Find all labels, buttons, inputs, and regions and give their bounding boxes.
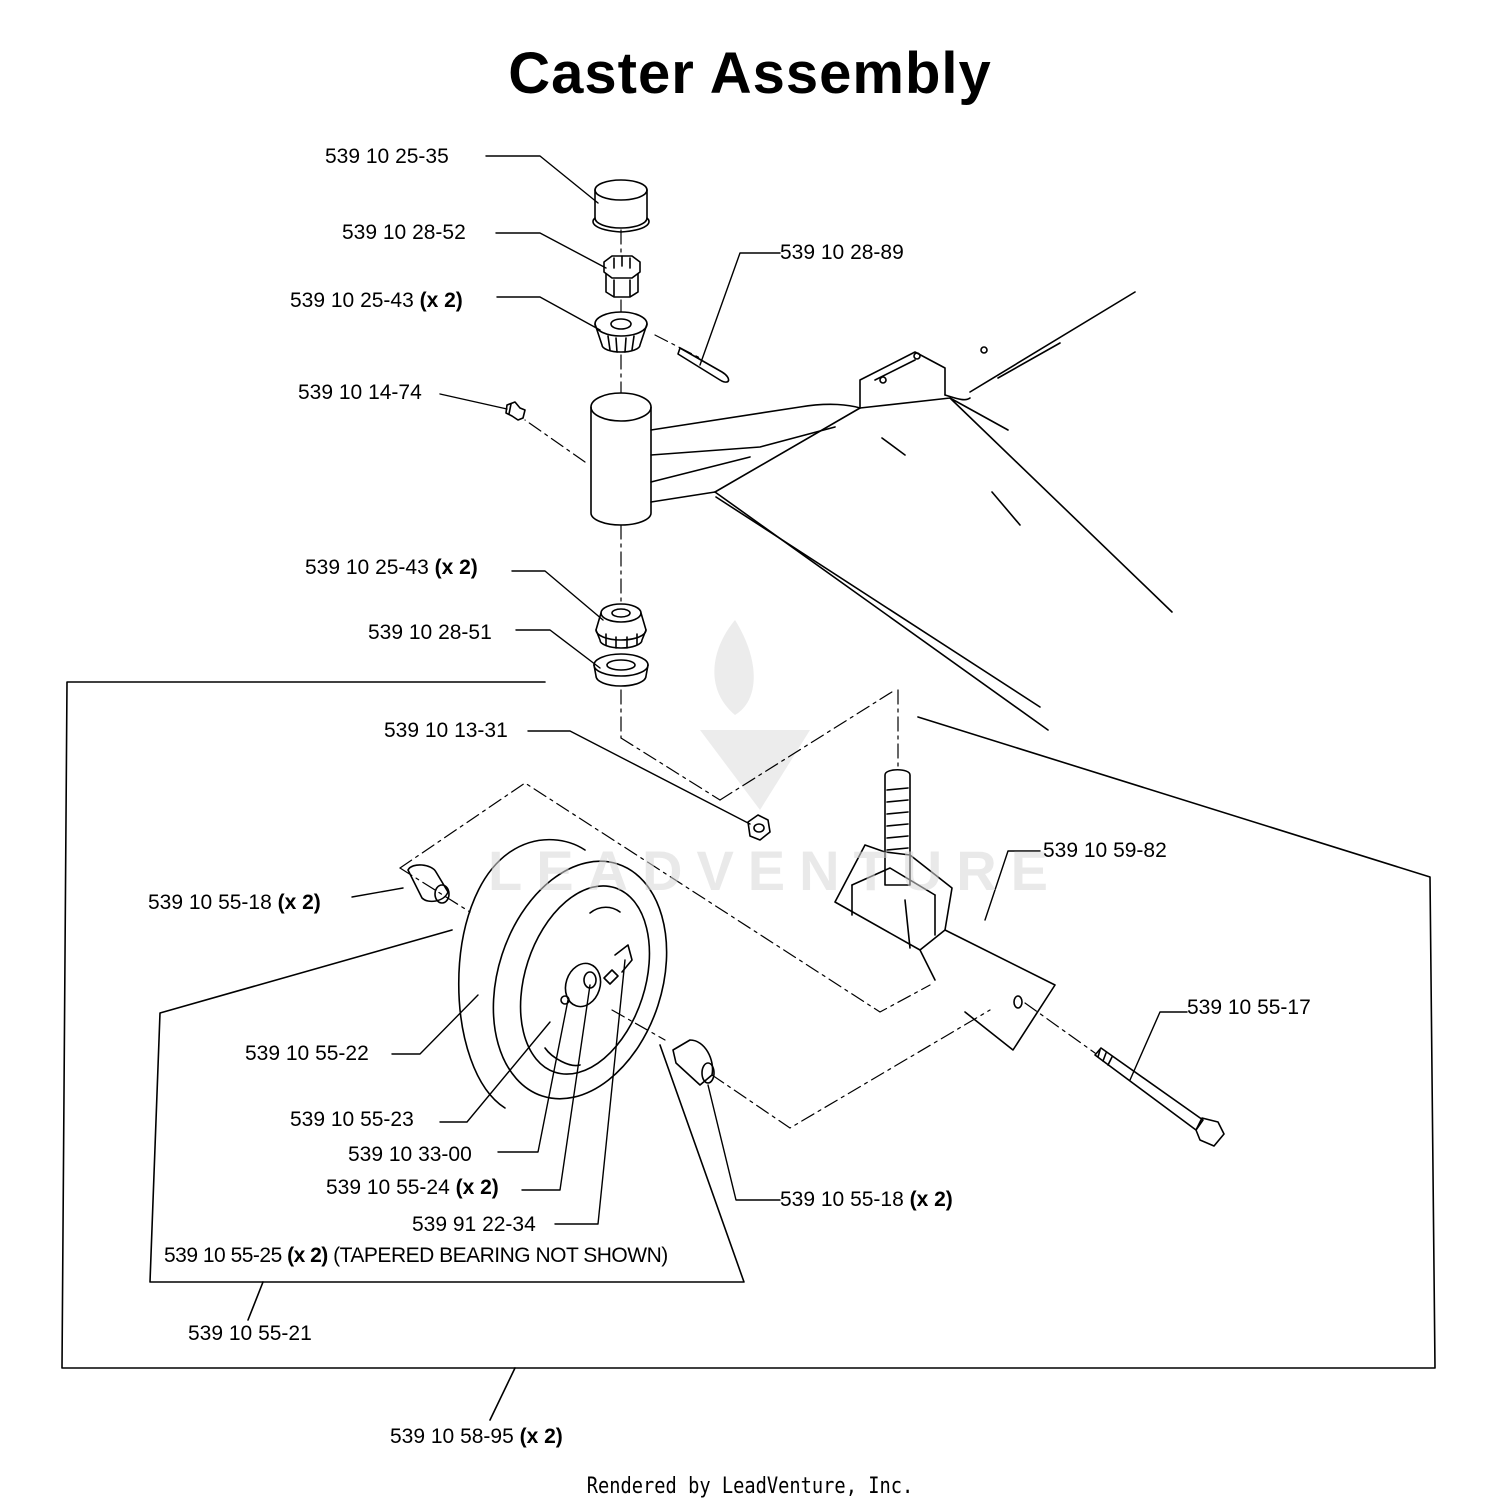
- callout-539-10-58-95[interactable]: 539 10 58-95 (x 2): [390, 1425, 563, 1448]
- callout-539-10-55-23[interactable]: 539 10 55-23: [290, 1108, 414, 1131]
- grease-fitting-part: [505, 401, 526, 421]
- callout-539-10-25-43-upper[interactable]: 539 10 25-43 (x 2): [290, 289, 463, 312]
- caster-frame-part: [590, 291, 1173, 731]
- wheel-tire-part: [458, 838, 668, 1109]
- watermark-text: LEADVENTURE: [488, 839, 1063, 902]
- castle-nut-part: [603, 255, 641, 298]
- callout-539-10-28-52[interactable]: 539 10 28-52: [342, 221, 466, 244]
- wheel-assembly-frame: [149, 929, 745, 1321]
- left-spacer-part: [407, 864, 450, 904]
- callout-539-10-14-74[interactable]: 539 10 14-74: [298, 381, 422, 404]
- hex-nut-part: [747, 814, 771, 841]
- callout-539-10-25-35[interactable]: 539 10 25-35: [325, 145, 449, 168]
- callout-539-10-55-21[interactable]: 539 10 55-21: [188, 1322, 312, 1345]
- callout-539-10-55-18-right[interactable]: 539 10 55-18 (x 2): [780, 1188, 953, 1211]
- lower-bearing-part: [595, 603, 647, 649]
- callout-539-10-28-89[interactable]: 539 10 28-89: [780, 241, 904, 264]
- callout-leaders: [351, 155, 1188, 1225]
- callout-539-10-55-17[interactable]: 539 10 55-17: [1187, 996, 1311, 1019]
- callout-539-10-28-51[interactable]: 539 10 28-51: [368, 621, 492, 644]
- callout-539-10-33-00[interactable]: 539 10 33-00: [348, 1143, 472, 1166]
- page-title: Caster Assembly: [508, 41, 992, 106]
- callout-539-10-55-25[interactable]: 539 10 55-25 (x 2) (TAPERED BEARING NOT …: [164, 1244, 668, 1267]
- callout-539-10-55-22[interactable]: 539 10 55-22: [245, 1042, 369, 1065]
- footer-credit: Rendered by LeadVenture, Inc.: [586, 1474, 914, 1499]
- dust-cap-part: [592, 179, 650, 233]
- caster-fork-part: [834, 768, 1056, 1051]
- watermark-logo-icon: [700, 620, 810, 810]
- callout-539-10-55-24[interactable]: 539 10 55-24 (x 2): [326, 1176, 499, 1199]
- axle-bolt-part: [1094, 1047, 1225, 1147]
- right-spacer-part: [672, 1039, 715, 1086]
- callout-539-10-55-18-left[interactable]: 539 10 55-18 (x 2): [148, 891, 321, 914]
- callout-539-91-22-34[interactable]: 539 91 22-34: [412, 1213, 536, 1236]
- cotter-pin-part: [677, 347, 730, 383]
- upper-bearing-part: [594, 311, 648, 353]
- assembly-boundary-frame: [61, 681, 1436, 1421]
- callout-539-10-59-82[interactable]: 539 10 59-82: [1043, 839, 1167, 862]
- bearing-cup-part: [593, 653, 649, 687]
- callout-539-10-25-43-lower[interactable]: 539 10 25-43 (x 2): [305, 556, 478, 579]
- callout-539-10-13-31[interactable]: 539 10 13-31: [384, 719, 508, 742]
